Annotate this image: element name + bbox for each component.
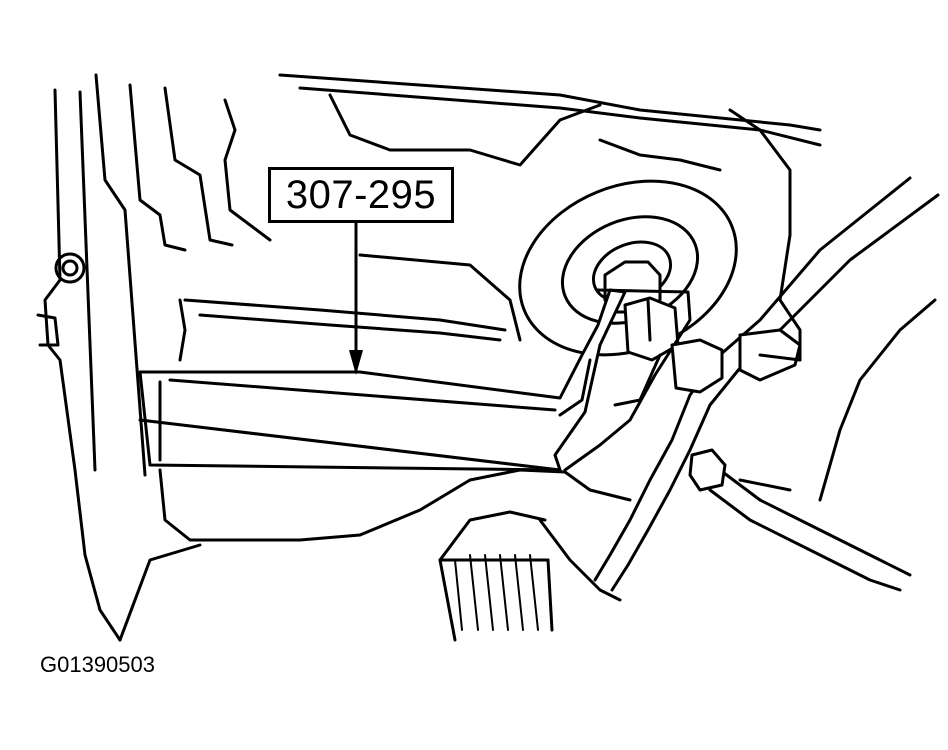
upper-case: [178, 73, 822, 362]
cooler-line: [593, 176, 940, 592]
special-tool: [138, 288, 692, 472]
tool-number-label: 307-295: [285, 173, 437, 217]
lower-housing: [118, 468, 632, 642]
callout-arrow: [349, 220, 363, 375]
transmission-housing: [36, 73, 234, 642]
figure-id: G01390503: [40, 652, 155, 677]
tool-number-callout: 307-295: [268, 167, 454, 223]
